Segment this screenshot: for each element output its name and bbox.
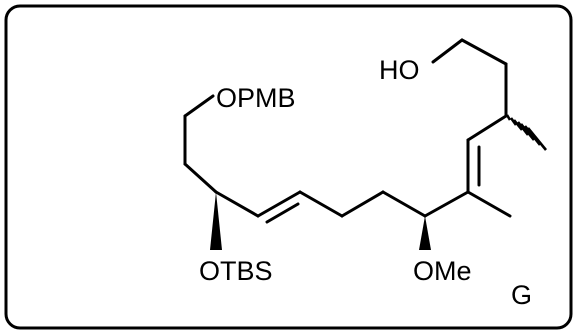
bond-c7-c8 bbox=[340, 190, 385, 218]
bond-c6-c7 bbox=[381, 190, 427, 218]
bond-c3-c4 bbox=[466, 114, 508, 142]
wedge-bond-otbs bbox=[210, 192, 222, 250]
bond-c10-c11 bbox=[214, 190, 260, 218]
bond-c1-c2 bbox=[460, 38, 508, 66]
bond-c5-c6 bbox=[423, 190, 470, 218]
otbs-label: OTBS bbox=[199, 256, 273, 286]
hydroxyl-label: HO bbox=[379, 55, 420, 85]
figure-frame bbox=[4, 4, 573, 330]
bond-c8-c9 bbox=[298, 190, 344, 218]
bond-c5-methyl bbox=[466, 190, 512, 218]
opmb-label: OPMB bbox=[216, 83, 296, 113]
hashed-wedge-methyl bbox=[505, 114, 548, 151]
bond-c11-c12 bbox=[183, 162, 218, 194]
bond-skeleton bbox=[183, 38, 512, 224]
bond-c13-c14 bbox=[183, 94, 215, 118]
ome-label: OMe bbox=[413, 256, 472, 286]
bond-c9-c10-double-b bbox=[265, 202, 300, 224]
bond-c9-c10-double-a bbox=[256, 190, 302, 218]
wedge-bond-ome bbox=[419, 216, 431, 250]
compound-label: G bbox=[511, 280, 532, 310]
bond-o-c1 bbox=[431, 38, 464, 64]
